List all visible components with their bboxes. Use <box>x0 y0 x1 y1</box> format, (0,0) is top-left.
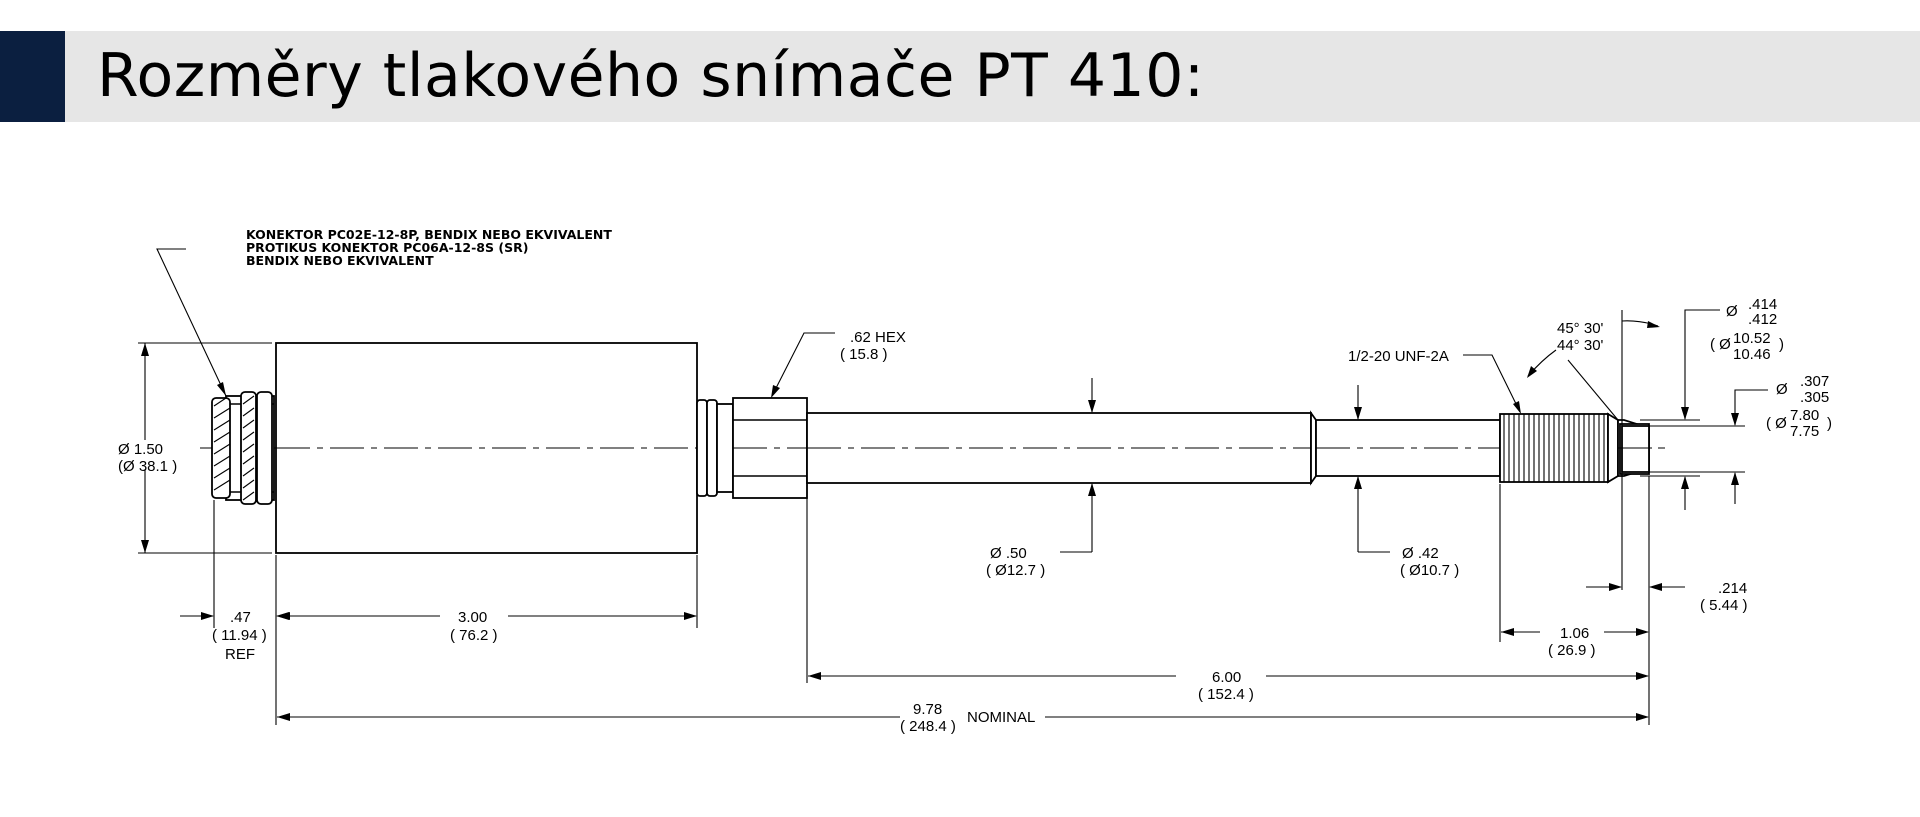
neck-diameter-mm: ( Ø10.7 ) <box>1400 562 1459 579</box>
connector-length-in: .47 <box>230 609 251 626</box>
connector-length-note: REF <box>225 646 255 663</box>
stem-length-in: 6.00 <box>1212 669 1241 686</box>
dim-cone-angle: 45° 30' 44° 30' <box>1527 320 1660 421</box>
cone-dia-close: ) <box>1779 336 1784 353</box>
neck <box>1315 419 1501 477</box>
probe-tip <box>1618 423 1668 475</box>
body-length-in: 3.00 <box>458 609 487 626</box>
thread-label: 1/2-20 UNF-2A <box>1348 348 1449 365</box>
cone-dia-in-min: .412 <box>1748 311 1777 328</box>
angle-upper: 45° 30' <box>1557 320 1604 337</box>
thread-section <box>1499 412 1619 484</box>
stem-diameter-mm: ( Ø12.7 ) <box>986 562 1045 579</box>
tip-dia-close: ) <box>1827 415 1832 432</box>
connector-note-line1: KONEKTOR PC02E-12-8P, BENDIX NEBO EKVIVA… <box>246 227 612 242</box>
connector-note-line2: PROTIKUS KONEKTOR PC06A-12-8S (SR) <box>246 240 528 255</box>
tip-dia-mm-max: 7.80 <box>1790 407 1819 424</box>
title-accent-block <box>0 31 65 122</box>
cone-dia-prefix: Ø <box>1726 303 1738 320</box>
angle-lower: 44° 30' <box>1557 337 1604 354</box>
cone-dia-in-max: .414 <box>1748 296 1777 313</box>
sensor-body <box>275 342 698 554</box>
stem-diameter-in: Ø .50 <box>990 545 1027 562</box>
tip-dia-open: ( Ø <box>1766 415 1787 432</box>
cone-dia-mm-max: 10.52 <box>1733 330 1771 347</box>
tip-dia-in-min: .305 <box>1800 389 1829 406</box>
dim-tip-diameter: Ø .307 .305 ( Ø 7.80 7.75 ) <box>1649 373 1832 504</box>
thread-length-mm: ( 26.9 ) <box>1548 642 1596 659</box>
tip-dia-mm-min: 7.75 <box>1790 423 1819 440</box>
transition-rings <box>696 399 734 497</box>
dim-body-length: 3.00 ( 76.2 ) <box>277 609 697 644</box>
body-diameter-mm: (Ø 38.1 ) <box>118 458 177 475</box>
cone-dia-mm-min: 10.46 <box>1733 346 1771 363</box>
hex-nut <box>732 397 808 499</box>
dim-thread: 1/2-20 UNF-2A <box>1348 348 1521 414</box>
hex-mm: ( 15.8 ) <box>840 346 888 363</box>
dim-tip-length: .214 ( 5.44 ) <box>1586 580 1748 614</box>
connector <box>211 391 275 505</box>
tip-dia-prefix: Ø <box>1776 381 1788 398</box>
dim-neck-diameter: Ø .42 ( Ø10.7 ) <box>1354 385 1459 579</box>
dim-overall-length: 9.78 ( 248.4 ) NOMINAL <box>277 701 1649 735</box>
thread-length-in: 1.06 <box>1560 625 1589 642</box>
stem <box>806 410 1317 486</box>
dim-stem-diameter: Ø .50 ( Ø12.7 ) <box>986 378 1096 579</box>
extension-lines <box>213 476 1650 725</box>
connector-note: KONEKTOR PC02E-12-8P, BENDIX NEBO EKVIVA… <box>156 227 612 397</box>
connector-length-mm: ( 11.94 ) <box>212 627 267 644</box>
overall-length-in: 9.78 <box>913 701 942 718</box>
tip-dia-in-max: .307 <box>1800 373 1829 390</box>
hex-in: .62 HEX <box>850 329 906 346</box>
neck-diameter-in: Ø .42 <box>1402 545 1439 562</box>
dim-connector-length: .47 ( 11.94 ) REF <box>180 609 289 663</box>
tip-length-mm: ( 5.44 ) <box>1700 597 1748 614</box>
tip-length-in: .214 <box>1718 580 1747 597</box>
stem-length-mm: ( 152.4 ) <box>1198 686 1254 703</box>
body-length-mm: ( 76.2 ) <box>450 627 498 644</box>
dim-cone-diameter: Ø .414 .412 ( Ø 10.52 10.46 ) <box>1621 296 1784 590</box>
body-diameter-in: Ø 1.50 <box>118 441 163 458</box>
overall-length-mm: ( 248.4 ) <box>900 718 956 735</box>
overall-length-note: NOMINAL <box>967 709 1035 726</box>
cone-dia-open: ( Ø <box>1710 336 1731 353</box>
dim-hex: .62 HEX ( 15.8 ) <box>771 329 906 398</box>
dim-thread-length: 1.06 ( 26.9 ) <box>1501 625 1649 659</box>
page-title: Rozměry tlakového snímače PT 410: <box>97 41 1205 111</box>
dim-body-diameter: Ø 1.50 (Ø 38.1 ) <box>118 342 272 554</box>
dim-stem-length: 6.00 ( 152.4 ) <box>808 669 1649 703</box>
title-bar <box>0 31 1920 122</box>
connector-note-line3: BENDIX NEBO EKVIVALENT <box>246 253 434 268</box>
